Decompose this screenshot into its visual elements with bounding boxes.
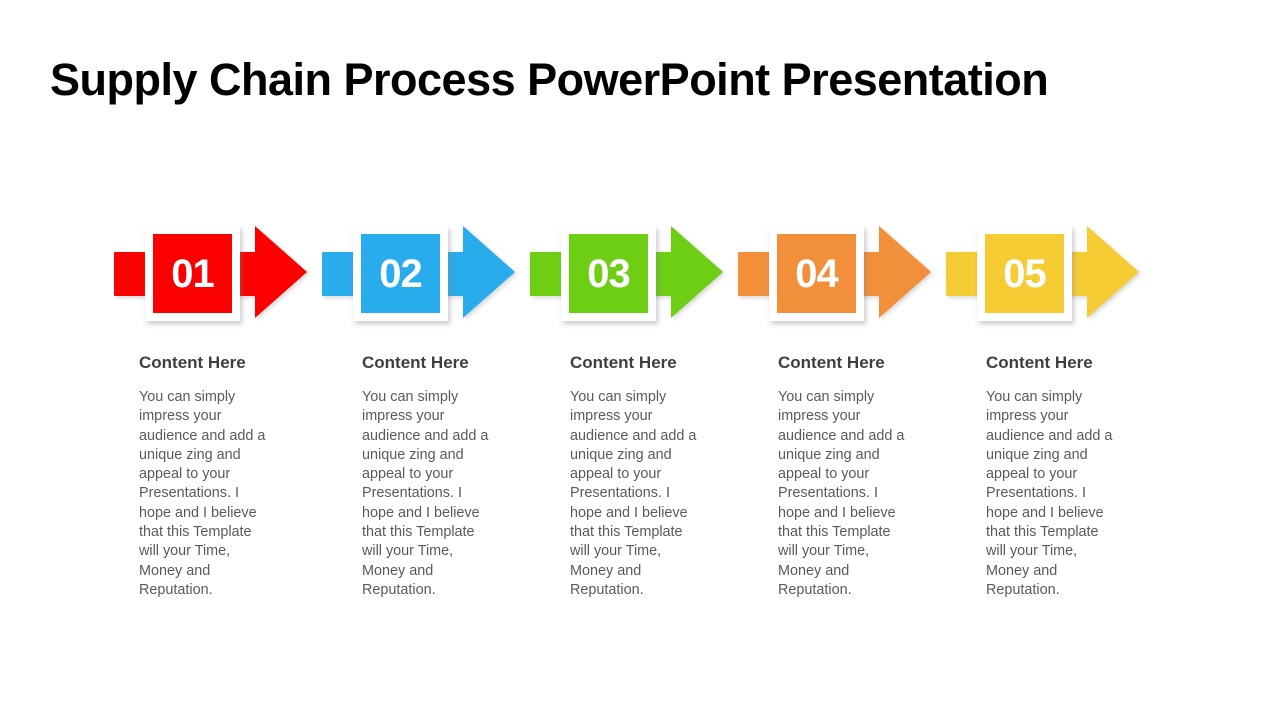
arrow-head-icon [1087,226,1139,318]
step-number-label: 04 [795,251,838,296]
step-number-card-03[interactable]: 03 [561,226,656,321]
process-step-arrow-03[interactable]: 03 [521,218,729,330]
step-number-card-04[interactable]: 04 [769,226,864,321]
content-body-text: You can simply impress your audience and… [778,389,905,598]
arrow-head-icon [879,226,931,318]
content-heading: Content Here [986,353,1093,372]
process-step-arrow-01[interactable]: 01 [105,218,313,330]
step-number-label: 02 [379,251,422,296]
content-heading: Content Here [139,353,246,372]
step-number-card-02[interactable]: 02 [353,226,448,321]
page-title: Supply Chain Process PowerPoint Presenta… [50,54,1049,106]
content-body-text: You can simply impress your audience and… [986,389,1113,598]
step-number-fill: 03 [569,234,648,313]
step-number-card-05[interactable]: 05 [977,226,1072,321]
step-number-fill: 05 [985,234,1064,313]
content-heading: Content Here [570,353,677,372]
arrow-head-icon [463,226,515,318]
content-body-text: You can simply impress your audience and… [362,389,489,598]
step-number-fill: 04 [777,234,856,313]
content-body-text: You can simply impress your audience and… [139,389,266,598]
process-arrow-row: 01 02 03 04 05 [0,218,1280,330]
process-step-arrow-02[interactable]: 02 [313,218,521,330]
arrow-head-icon [255,226,307,318]
step-number-label: 03 [587,251,630,296]
step-number-label: 01 [171,251,214,296]
step-number-label: 05 [1003,251,1046,296]
process-step-arrow-05[interactable]: 05 [937,218,1145,330]
step-number-card-01[interactable]: 01 [145,226,240,321]
process-step-arrow-04[interactable]: 04 [729,218,937,330]
arrow-head-icon [671,226,723,318]
content-heading: Content Here [362,353,469,372]
step-number-fill: 02 [361,234,440,313]
step-number-fill: 01 [153,234,232,313]
content-body-text: You can simply impress your audience and… [570,389,697,598]
content-heading: Content Here [778,353,885,372]
